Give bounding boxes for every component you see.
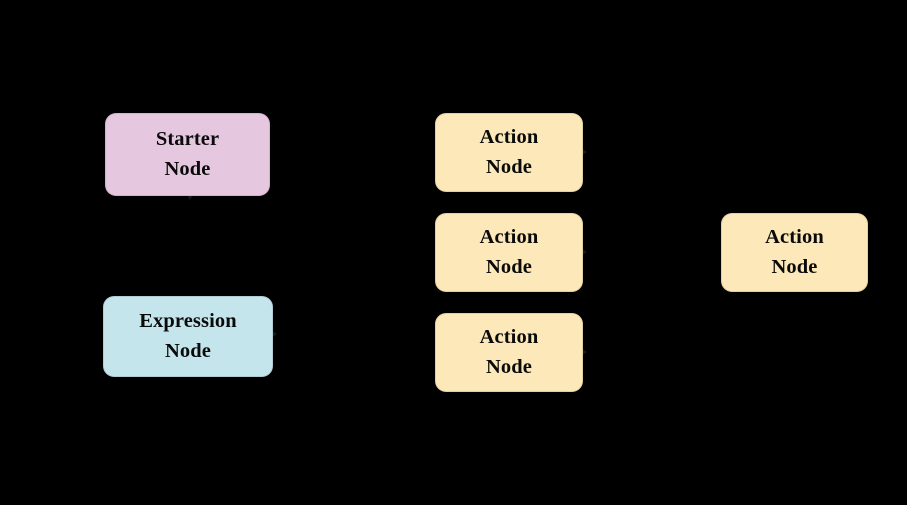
node-action-3[interactable]: Action Node [435,313,583,392]
node-action-3-label-line2: Node [486,355,532,378]
node-expression-label-line2: Node [165,339,211,362]
node-starter[interactable]: Starter Node [105,113,270,196]
node-expression-label-line1: Expression [139,310,237,333]
node-action-3-label-line1: Action [479,326,539,349]
node-action-1[interactable]: Action Node [435,113,583,192]
node-action-4[interactable]: Action Node [721,213,868,292]
node-action-4-label-line2: Node [771,255,818,278]
node-expression[interactable]: Expression Node [103,296,273,377]
node-action-2-label-line2: Node [486,255,532,278]
node-starter-label-line1: Starter [155,128,220,151]
node-action-4-label-line1: Action [765,226,824,249]
node-action-1-label-line1: Action [479,126,539,149]
node-starter-label-line2: Node [164,157,211,180]
node-action-2[interactable]: Action Node [435,213,583,292]
edge-expression-to-actions [273,151,435,353]
edge-actions-to-action-4 [583,151,721,353]
node-action-1-label-line2: Node [486,155,532,178]
node-action-2-label-line1: Action [479,226,539,249]
